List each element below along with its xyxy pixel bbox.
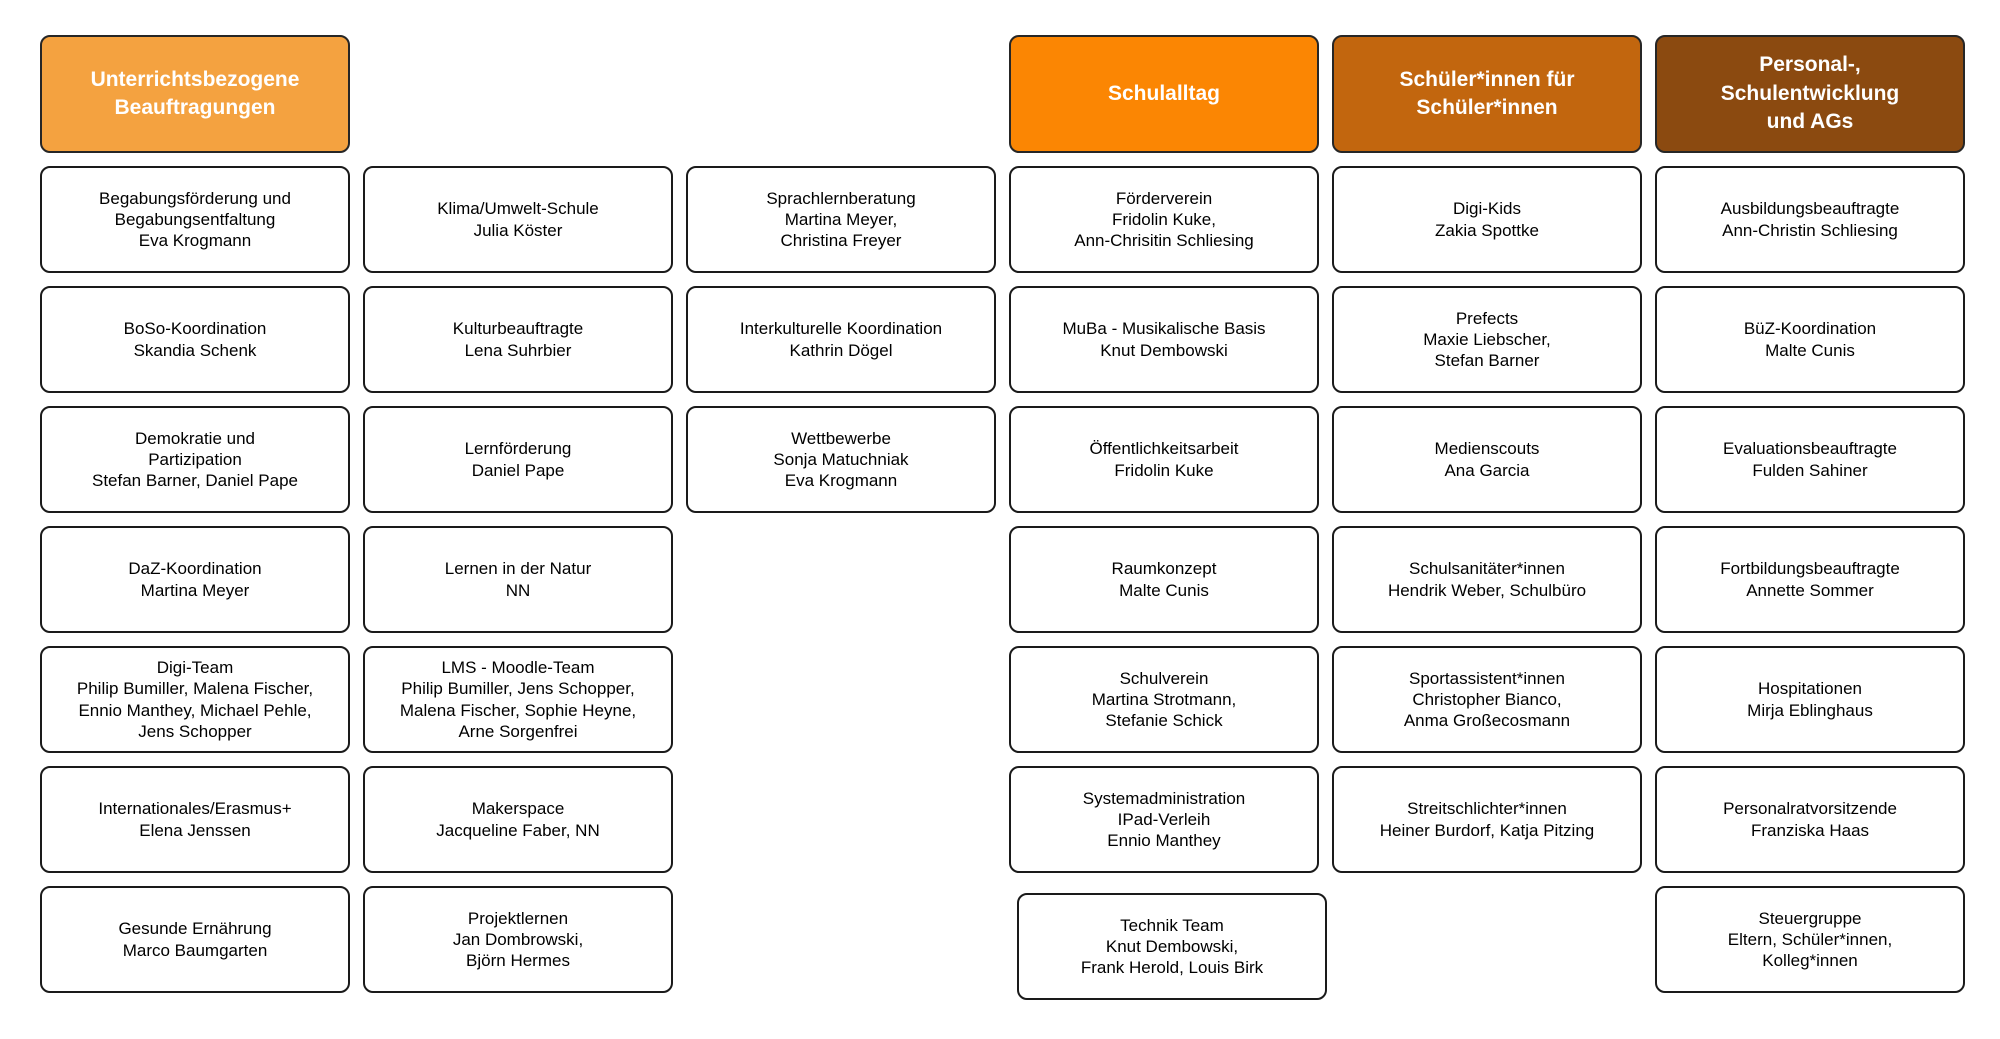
header-unterrichtsbezogene-beauftragungen: Unterrichtsbezogene Beauftragungen — [40, 35, 350, 153]
box-foerderverein: Förderverein Fridolin Kuke, Ann-Chrisiti… — [1009, 166, 1319, 273]
box-ausbildungsbeauftragte: Ausbildungsbeauftragte Ann-Christin Schl… — [1655, 166, 1965, 273]
box-interkulturelle-koordination: Interkulturelle Koordination Kathrin Dög… — [686, 286, 996, 393]
box-lernfoerderung: Lernförderung Daniel Pape — [363, 406, 673, 513]
box-schulsanitaeter: Schulsanitäter*innen Hendrik Weber, Schu… — [1332, 526, 1642, 633]
header-schueler-fuer-schueler: Schüler*innen für Schüler*innen — [1332, 35, 1642, 153]
box-digi-kids: Digi-Kids Zakia Spottke — [1332, 166, 1642, 273]
box-schulverein: Schulverein Martina Strotmann, Stefanie … — [1009, 646, 1319, 753]
box-raumkonzept: Raumkonzept Malte Cunis — [1009, 526, 1319, 633]
box-buez-koordination: BüZ-Koordination Malte Cunis — [1655, 286, 1965, 393]
box-lernen-in-der-natur: Lernen in der Natur NN — [363, 526, 673, 633]
box-digi-team: Digi-Team Philip Bumiller, Malena Fische… — [40, 646, 350, 753]
box-steuergruppe: Steuergruppe Eltern, Schüler*innen, Koll… — [1655, 886, 1965, 993]
box-personalratvorsitzende: Personalratvorsitzende Franziska Haas — [1655, 766, 1965, 873]
box-makerspace: Makerspace Jacqueline Faber, NN — [363, 766, 673, 873]
box-begabungsfoerderung: Begabungsförderung und Begabungsentfaltu… — [40, 166, 350, 273]
header-schulalltag: Schulalltag — [1009, 35, 1319, 153]
box-fortbildungsbeauftragte: Fortbildungsbeauftragte Annette Sommer — [1655, 526, 1965, 633]
box-internationales-erasmus: Internationales/Erasmus+ Elena Jenssen — [40, 766, 350, 873]
box-boso-koordination: BoSo-Koordination Skandia Schenk — [40, 286, 350, 393]
box-projektlernen: Projektlernen Jan Dombrowski, Björn Herm… — [363, 886, 673, 993]
box-prefects: Prefects Maxie Liebscher, Stefan Barner — [1332, 286, 1642, 393]
box-gesunde-ernaehrung: Gesunde Ernährung Marco Baumgarten — [40, 886, 350, 993]
box-sprachlernberatung: Sprachlernberatung Martina Meyer, Christ… — [686, 166, 996, 273]
box-evaluationsbeauftragte: Evaluationsbeauftragte Fulden Sahiner — [1655, 406, 1965, 513]
box-muba: MuBa - Musikalische Basis Knut Dembowski — [1009, 286, 1319, 393]
box-daz-koordination: DaZ-Koordination Martina Meyer — [40, 526, 350, 633]
org-chart: Unterrichtsbezogene Beauftragungen Begab… — [40, 35, 1965, 1000]
box-systemadministration: Systemadministration IPad-Verleih Ennio … — [1009, 766, 1319, 873]
box-lms-moodle-team: LMS - Moodle-Team Philip Bumiller, Jens … — [363, 646, 673, 753]
box-wettbewerbe: Wettbewerbe Sonja Matuchniak Eva Krogman… — [686, 406, 996, 513]
box-demokratie-partizipation: Demokratie und Partizipation Stefan Barn… — [40, 406, 350, 513]
box-technik-team: Technik Team Knut Dembowski, Frank Herol… — [1017, 893, 1327, 1000]
header-personal-schulentwicklung-ags: Personal-, Schulentwicklung und AGs — [1655, 35, 1965, 153]
box-klima-umwelt-schule: Klima/Umwelt-Schule Julia Köster — [363, 166, 673, 273]
box-kulturbeauftragte: Kulturbeauftragte Lena Suhrbier — [363, 286, 673, 393]
box-streitschlichter: Streitschlichter*innen Heiner Burdorf, K… — [1332, 766, 1642, 873]
box-sportassistenten: Sportassistent*innen Christopher Bianco,… — [1332, 646, 1642, 753]
box-oeffentlichkeitsarbeit: Öffentlichkeitsarbeit Fridolin Kuke — [1009, 406, 1319, 513]
box-hospitationen: Hospitationen Mirja Eblinghaus — [1655, 646, 1965, 753]
box-medienscouts: Medienscouts Ana Garcia — [1332, 406, 1642, 513]
